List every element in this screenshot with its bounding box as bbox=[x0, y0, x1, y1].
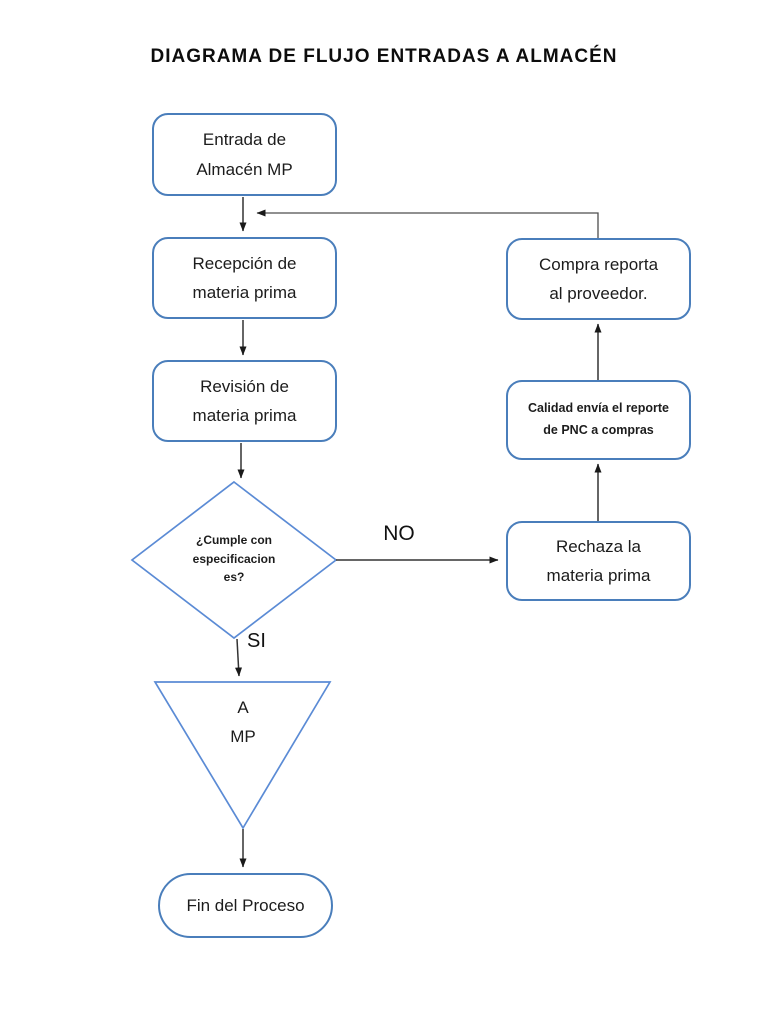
amp-triangle-shape bbox=[153, 681, 332, 830]
node-recepcion-materia-prima: Recepción de materia prima bbox=[152, 237, 337, 319]
decision-diamond-shape bbox=[130, 480, 338, 640]
edge-label-si: SI bbox=[247, 630, 266, 652]
edge-label-no: NO bbox=[383, 522, 415, 545]
arrow-compra-to-entrada-junction bbox=[256, 209, 599, 238]
page-title: DIAGRAMA DE FLUJO ENTRADAS A ALMACÉN bbox=[150, 46, 618, 67]
node-fin-del-proceso: Fin del Proceso bbox=[158, 873, 333, 938]
amp-triangle-label: A MP bbox=[230, 698, 256, 746]
node-revision-materia-prima: Revisión de materia prima bbox=[152, 360, 337, 442]
node-entrada-almacen: Entrada de Almacén MP bbox=[152, 113, 337, 196]
arrow-decision-si-to-amp bbox=[235, 638, 243, 677]
node-calidad-envia-reporte: Calidad envía el reporte de PNC a compra… bbox=[506, 380, 691, 460]
decision-diamond-label: ¿Cumple con especificacion es? bbox=[192, 533, 276, 585]
node-compra-reporta-proveedor: Compra reporta al proveedor. bbox=[506, 238, 691, 320]
node-rechaza-materia-prima: Rechaza la materia prima bbox=[506, 521, 691, 601]
